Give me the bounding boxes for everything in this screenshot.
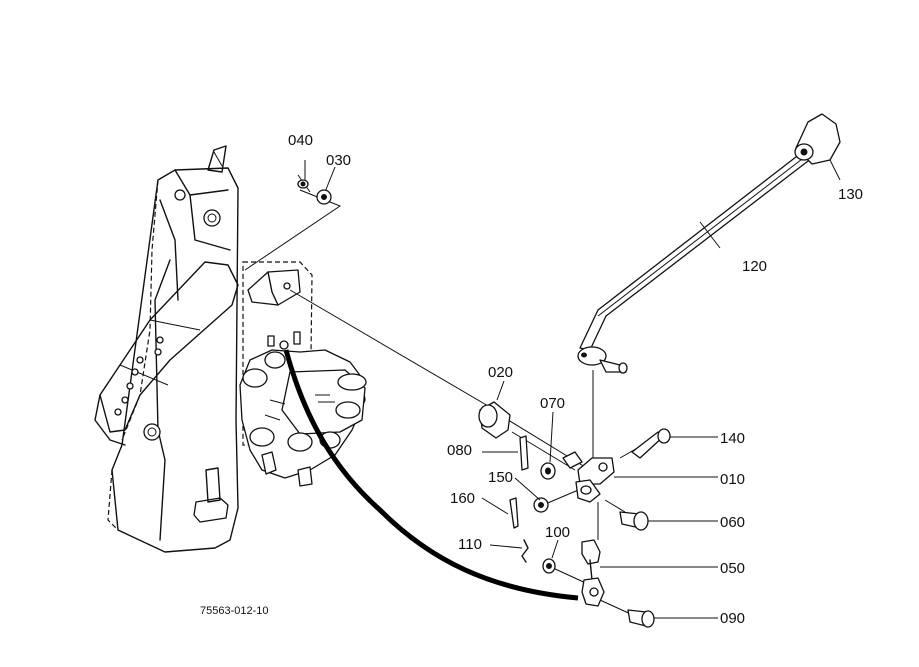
clevis-010 xyxy=(562,451,615,503)
callout-090: 090 xyxy=(720,610,745,627)
callout-040: 040 xyxy=(288,132,313,149)
clip-110 xyxy=(521,539,529,563)
pin-140 xyxy=(631,428,671,459)
callout-120: 120 xyxy=(742,258,767,275)
pin-090 xyxy=(627,609,655,628)
callout-010: 010 xyxy=(720,471,745,488)
bushing-020 xyxy=(478,401,511,439)
callout-050: 050 xyxy=(720,560,745,577)
washer-100 xyxy=(542,558,556,574)
callout-140: 140 xyxy=(720,430,745,447)
callout-060: 060 xyxy=(720,514,745,531)
callout-leaders xyxy=(481,159,841,619)
plate-080 xyxy=(519,435,529,471)
callout-160: 160 xyxy=(450,490,475,507)
rod-end-050 xyxy=(581,539,605,607)
callout-080: 080 xyxy=(447,442,472,459)
callout-020: 020 xyxy=(488,364,513,381)
callout-030: 030 xyxy=(326,152,351,169)
split-pin-160 xyxy=(509,497,519,529)
knob-130 xyxy=(794,113,841,165)
callout-150: 150 xyxy=(488,469,513,486)
washer-150 xyxy=(533,497,549,513)
lever-120 xyxy=(577,149,813,374)
valve-assembly xyxy=(239,261,367,487)
mounting-frame xyxy=(94,145,239,553)
washer-030 xyxy=(316,189,332,205)
control-cable xyxy=(283,349,579,601)
callout-070: 070 xyxy=(540,395,565,412)
callout-100: 100 xyxy=(545,524,570,541)
pin-060 xyxy=(619,511,649,531)
callout-130: 130 xyxy=(838,186,863,203)
diagram-code: 75563-012-10 xyxy=(200,605,269,617)
washer-070 xyxy=(540,462,556,480)
callout-labels: 040 030 130 120 020 070 140 080 010 150 … xyxy=(288,132,863,627)
callout-110: 110 xyxy=(458,536,482,553)
pin-040 xyxy=(297,174,311,193)
